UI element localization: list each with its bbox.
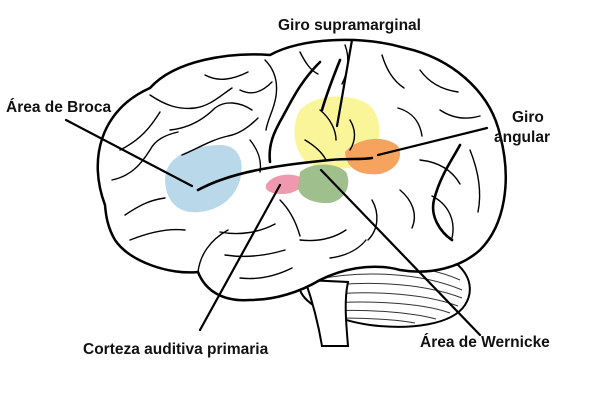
wernicke-leader-line <box>319 168 482 337</box>
broca-area-label: Área de Broca <box>6 99 111 116</box>
wernicke-area-region <box>298 164 349 204</box>
angular-gyrus-region <box>345 138 400 175</box>
brainstem <box>303 278 350 347</box>
auditory-leader-line <box>198 183 282 332</box>
leader-lines <box>64 38 489 337</box>
broca-leader-line <box>64 118 194 188</box>
supramarginal-gyrus-label: Giro supramarginal <box>278 17 421 34</box>
angular-gyrus-label-line1: Giro <box>512 109 544 126</box>
brain-illustration <box>96 38 507 347</box>
wernicke-area-label: Área de Wernicke <box>420 334 550 351</box>
major-sulci <box>196 58 462 242</box>
gyri-folds <box>111 44 481 280</box>
supramarginal-leader-line <box>335 38 354 128</box>
broca-area-region <box>165 145 242 213</box>
angular-leader-line <box>376 126 489 157</box>
angular-gyrus-label-line2: angular <box>494 129 550 146</box>
cerebrum <box>96 38 507 302</box>
primary-auditory-cortex-label: Corteza auditiva primaria <box>83 341 269 358</box>
auditory-cortex-region <box>265 174 303 194</box>
